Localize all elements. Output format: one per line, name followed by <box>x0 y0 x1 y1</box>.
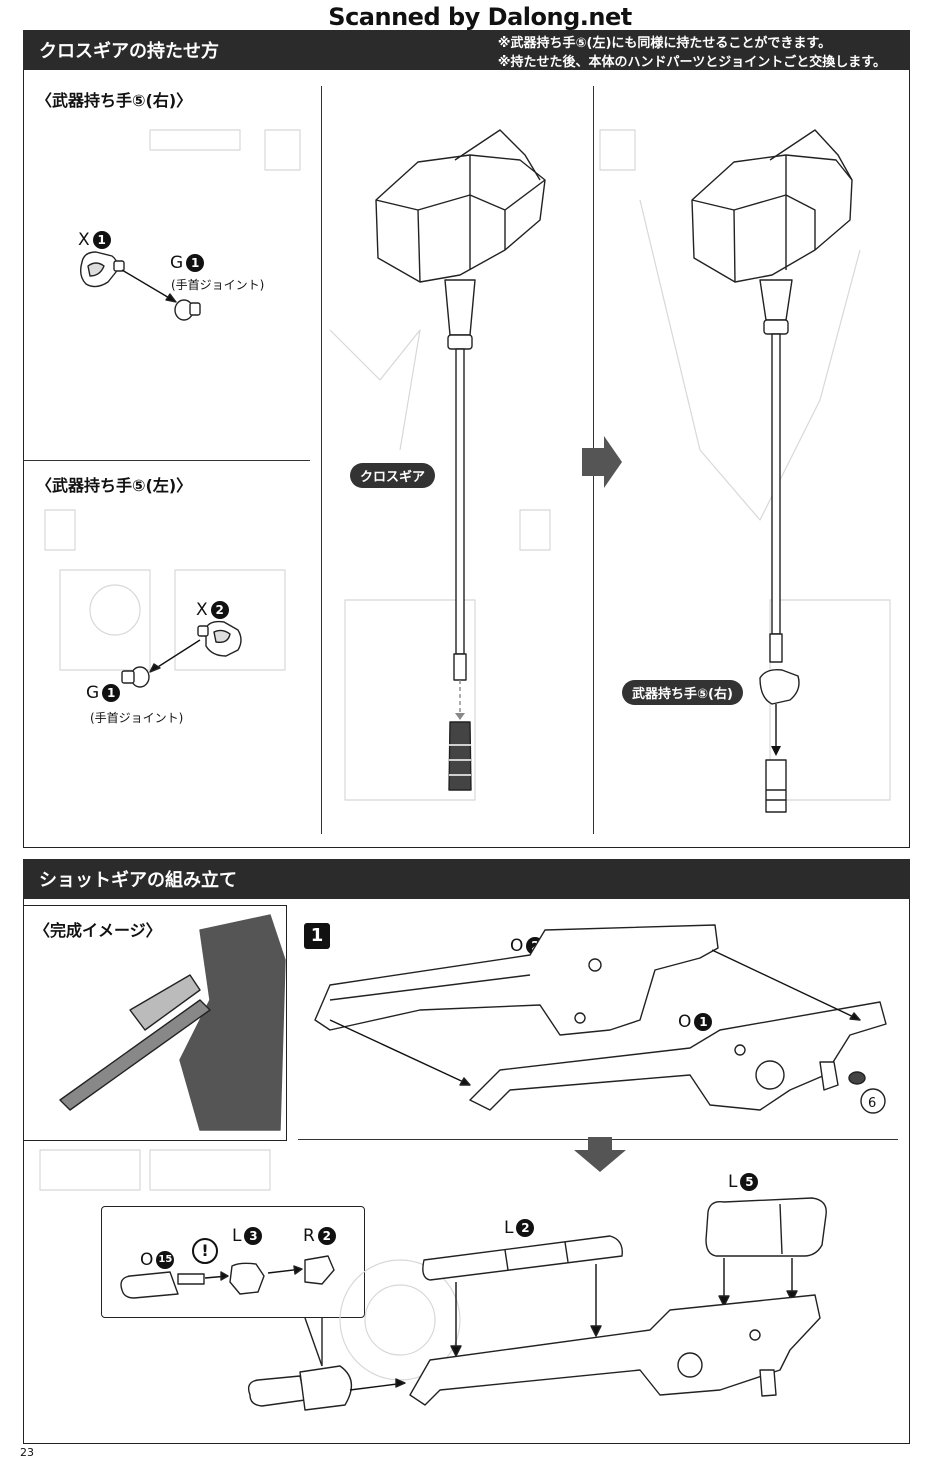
weapon-hand-callout: 武器持ち手⑤(右) <box>622 680 743 705</box>
cross-gear-weapon <box>375 129 546 791</box>
cross-gear-callout: クロスギア <box>350 463 436 488</box>
page-number: 23 <box>20 1446 34 1459</box>
complete-image-title: 〈完成イメージ〉 <box>34 921 162 940</box>
column-divider-1 <box>321 86 323 834</box>
cover-part-l5 <box>705 1197 827 1257</box>
hand-part-x2 <box>197 620 242 657</box>
frame-part-o1: 6 <box>469 1001 887 1114</box>
cross-gear-notes: ※武器持ち手⑤(左)にも同様に持たせることができます。 ※持たせた後、本体のハン… <box>498 34 886 72</box>
svg-text:6: 6 <box>868 1096 876 1111</box>
cross-gear-title: クロスギアの持たせ方 <box>39 41 219 62</box>
left-hand-title: 〈武器持ち手⑤(左)〉 <box>36 476 193 495</box>
cross-gear-weapon-held <box>691 129 853 813</box>
shot-gear-header: ショットギアの組み立て <box>23 859 910 899</box>
caution-icon: ! <box>192 1238 218 1264</box>
right-hand-title: 〈武器持ち手⑤(右)〉 <box>36 91 193 110</box>
watermark: Scanned by Dalong.net <box>328 3 632 31</box>
muzzle-parts-detail <box>120 1255 335 1299</box>
arrow-right-icon <box>582 436 622 488</box>
frame-part-o2 <box>314 924 719 1036</box>
wrist-joint-caption-right: (手首ジョイント) <box>171 278 265 292</box>
note-line-2: ※持たせた後、本体のハンドパーツとジョイントごと交換します。 <box>497 55 886 70</box>
joint-part-g1-left <box>121 666 150 688</box>
wrist-joint-caption-left: (手首ジョイント) <box>90 711 184 725</box>
divider-hands <box>23 460 310 462</box>
tube-part-l2 <box>422 1235 623 1281</box>
arrow-down-icon <box>574 1137 626 1172</box>
shot-gear-title: ショットギアの組み立て <box>39 870 237 891</box>
muzzle-assembly <box>247 1365 353 1411</box>
step-number: 1 <box>304 923 330 949</box>
note-line-1: ※武器持ち手⑤(左)にも同様に持たせることができます。 <box>497 36 832 51</box>
assembled-frame <box>409 1294 821 1406</box>
hand-part-x1 <box>79 251 125 288</box>
joint-part-g1-right <box>174 299 201 321</box>
complete-image-silhouette <box>59 914 286 1131</box>
cross-gear-header: クロスギアの持たせ方 ※武器持ち手⑤(左)にも同様に持たせることができます。 ※… <box>23 30 910 70</box>
